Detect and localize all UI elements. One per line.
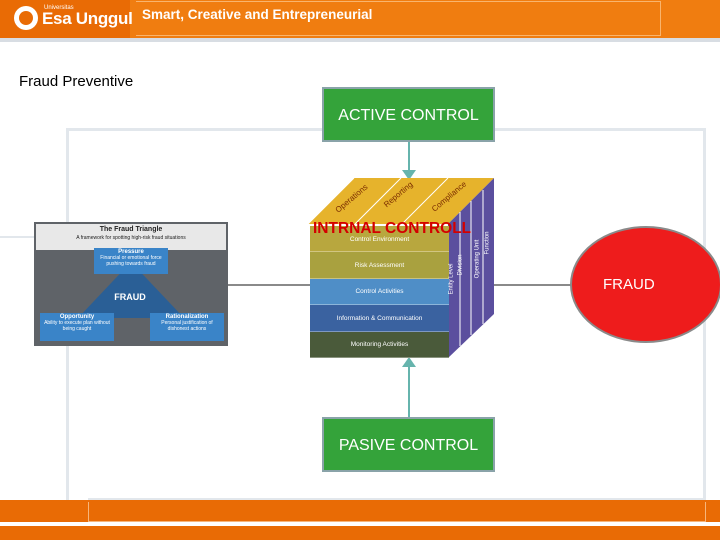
page-title: Fraud Preventive [19, 73, 134, 90]
pressure-text: Financial or emotional force pushing tow… [100, 255, 162, 267]
fraud-triangle-subtitle: A framework for spotting high-risk fraud… [76, 235, 186, 241]
fraud-label: FRAUD [603, 276, 655, 293]
footer-divider [0, 522, 720, 526]
rationalization-box: Rationalization Personal justification o… [150, 313, 224, 341]
cube-side-label-operating-unit: Operating Unit [474, 239, 481, 279]
arrow-active-line [408, 142, 410, 174]
active-control-box: ACTIVE CONTROL [322, 87, 495, 142]
cube-side-label-division: Division [457, 254, 464, 276]
pressure-label: Pressure [118, 249, 144, 255]
cube-layer-control-activities: Control Activities [310, 279, 449, 305]
fraud-circle [570, 226, 720, 343]
footer-frame [88, 502, 706, 522]
cube-layer-information-communication: Information & Communication [310, 305, 449, 332]
pressure-box: Pressure Financial or emotional force pu… [94, 248, 168, 274]
frame-line-side [0, 236, 40, 238]
logo-name: Esa Unggul [42, 9, 133, 28]
frame-line-bottom [88, 498, 704, 501]
link-line-right [492, 284, 572, 286]
coso-cube-frame [308, 178, 494, 358]
arrow-down-icon [402, 170, 416, 180]
header-divider [0, 38, 720, 42]
cube-side-label-entity: Entity Level [448, 263, 455, 295]
arrow-pasive-line [408, 366, 410, 417]
link-line-left [228, 284, 310, 286]
rationalization-text: Personal justification of dishonest acti… [161, 320, 213, 332]
arrow-up-icon [402, 357, 416, 367]
cube-layer-risk-assessment: Risk Assessment [310, 252, 449, 279]
rationalization-label: Rationalization [165, 314, 209, 320]
footer-bar [0, 500, 720, 540]
opportunity-text: Ability to execute plan without being ca… [44, 320, 110, 332]
logo-small-text: Universitas [44, 5, 74, 11]
pasive-control-box: PASIVE CONTROL [322, 417, 495, 472]
opportunity-box: Opportunity Ability to execute plan with… [40, 313, 114, 341]
cube-side-label-function: Function [484, 231, 491, 255]
tagline: Smart, Creative and Entrepreneurial [142, 7, 373, 22]
fraud-triangle-title: The Fraud Triangle [99, 226, 163, 233]
tagline-frame [136, 1, 661, 36]
logo-icon-inner [19, 11, 33, 25]
fraud-triangle-center: FRAUD [114, 292, 146, 302]
internal-control-label: INTRNAL CONTROLL [313, 220, 472, 237]
cube-layer-monitoring-activities: Monitoring Activities [310, 332, 449, 358]
opportunity-label: Opportunity [59, 314, 95, 320]
fraud-triangle-shape [78, 262, 184, 318]
cube-layer-control-environment: Control Environment [310, 226, 449, 252]
fraud-triangle-header [36, 224, 226, 250]
